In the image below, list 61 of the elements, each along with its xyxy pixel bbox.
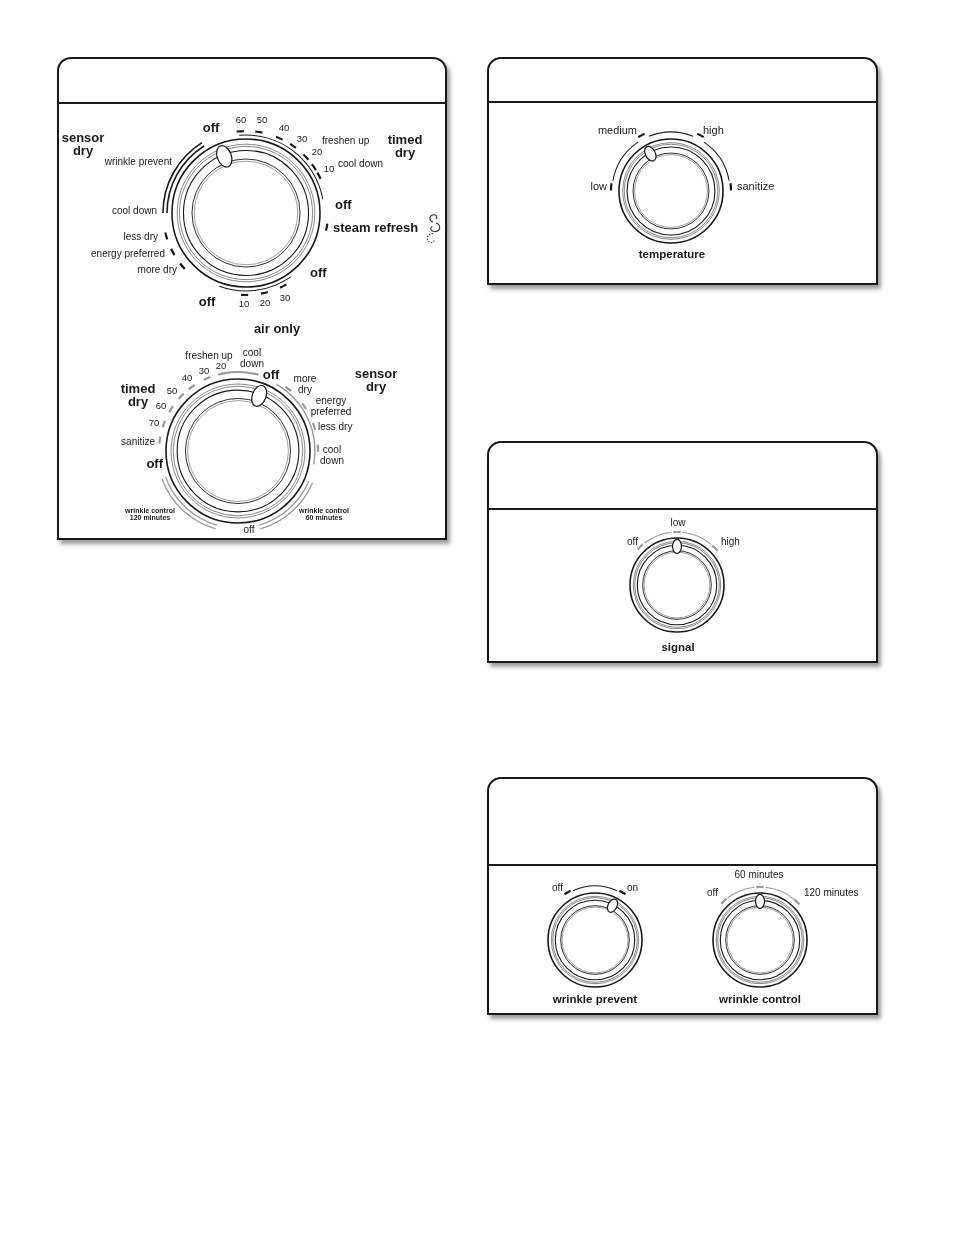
dial-title: wrinkle control xyxy=(719,992,801,1006)
time-label: 50 xyxy=(166,386,178,396)
mode-label: off xyxy=(198,294,216,308)
time-label: 20 xyxy=(215,361,227,371)
control-panel xyxy=(487,441,878,663)
setting-label: cool down xyxy=(320,444,344,466)
setting-label: energy preferred xyxy=(310,395,352,417)
setting-label: energy preferred xyxy=(91,247,165,259)
setting-label: off xyxy=(627,535,638,547)
control-panel xyxy=(487,57,878,285)
mode-label: off xyxy=(262,367,280,381)
time-label: 10 xyxy=(238,299,250,309)
time-label: 30 xyxy=(296,134,308,144)
mode-label: air only xyxy=(253,321,301,335)
setting-label: high xyxy=(721,535,740,547)
setting-label: sanitize xyxy=(737,179,775,193)
time-label: 30 xyxy=(198,366,210,376)
time-label: 70 xyxy=(148,418,160,428)
mode-label: sensor dry xyxy=(354,367,398,393)
time-label: 10 xyxy=(323,164,335,174)
setting-label: medium xyxy=(597,123,637,137)
setting-label: freshen up xyxy=(322,134,370,146)
time-label: 40 xyxy=(278,123,290,133)
mode-label: timed dry xyxy=(120,382,156,408)
time-label: 60 xyxy=(155,401,167,411)
setting-label: sanitize xyxy=(121,435,155,447)
setting-label: cool down xyxy=(111,204,157,216)
time-label: 20 xyxy=(311,147,323,157)
setting-label: 60 minutes xyxy=(734,868,784,880)
setting-label: more dry xyxy=(137,263,177,275)
setting-label: 120 minutes xyxy=(804,886,859,898)
setting-label: off xyxy=(243,523,255,535)
setting-label: low xyxy=(590,179,607,193)
setting-label: wrinkle prevent xyxy=(104,155,172,167)
mode-label: off xyxy=(146,456,163,470)
mode-label: off xyxy=(335,197,352,211)
time-label: 50 xyxy=(256,115,268,125)
setting-label: less dry xyxy=(123,230,158,242)
setting-label: off xyxy=(707,886,718,898)
time-label: 60 xyxy=(235,115,247,125)
mode-label: off xyxy=(310,265,327,279)
setting-label: less dry xyxy=(318,420,353,432)
control-panel xyxy=(57,57,447,540)
setting-label: cool down xyxy=(338,157,384,169)
time-label: 20 xyxy=(259,298,271,308)
control-panel xyxy=(487,777,878,1015)
mode-label: steam refresh xyxy=(333,220,419,234)
setting-label: cool down xyxy=(240,347,264,369)
dial-title: temperature xyxy=(638,247,706,261)
mode-label: sensor dry xyxy=(61,131,105,157)
dial-title: signal xyxy=(661,640,695,654)
setting-label: on xyxy=(627,881,639,893)
setting-label: freshen up xyxy=(185,349,233,361)
mode-label: off xyxy=(202,120,220,134)
setting-label: low xyxy=(670,516,686,528)
setting-label: high xyxy=(703,123,724,137)
setting-label: off xyxy=(552,881,563,893)
time-label: 40 xyxy=(181,373,193,383)
time-label: 30 xyxy=(279,293,291,303)
mode-label: timed dry xyxy=(387,133,423,159)
dial-title: wrinkle prevent xyxy=(552,992,638,1006)
